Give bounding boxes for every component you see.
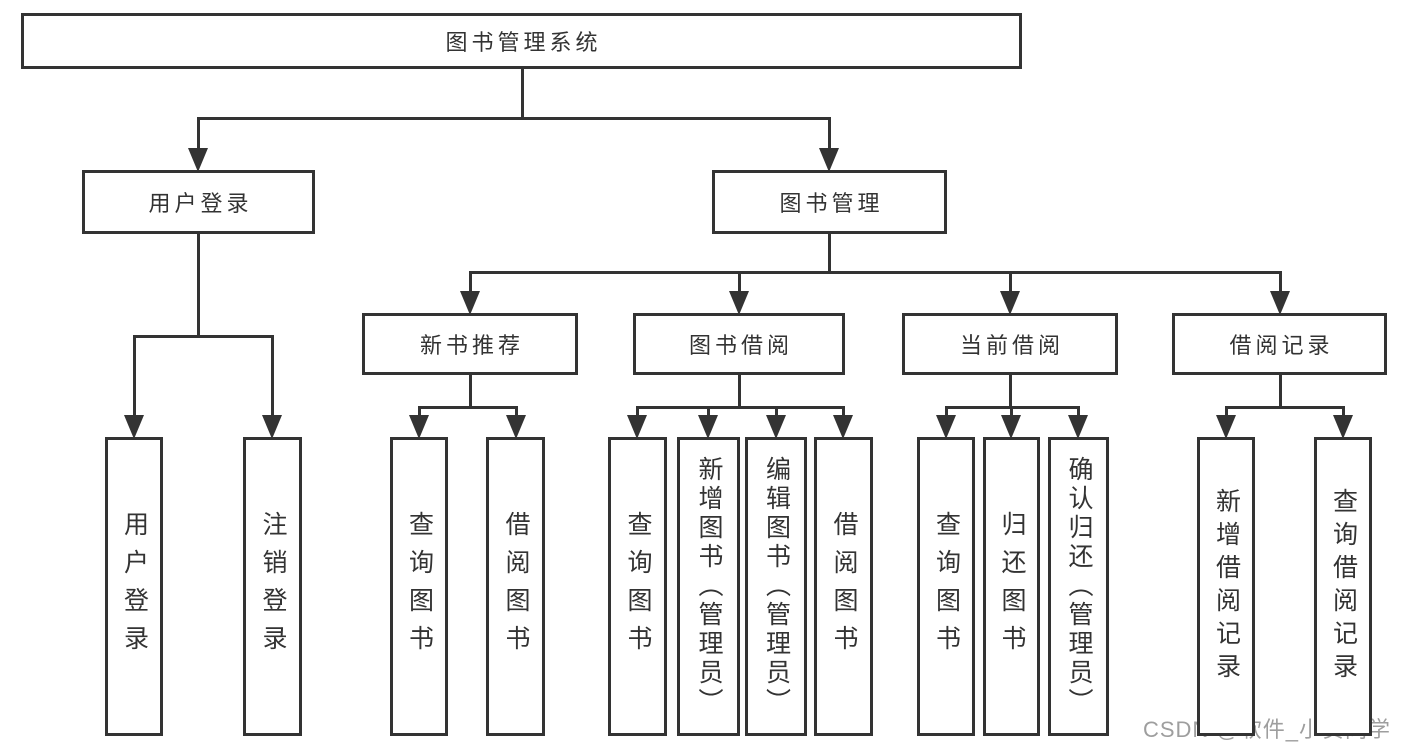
node-label: 新书推荐 xyxy=(419,333,524,358)
connector-arrow-line xyxy=(827,118,831,152)
node-label: 用户登录 xyxy=(148,191,253,216)
node-user-login: 用户登录 xyxy=(82,170,315,234)
connector-arrow-line xyxy=(706,407,710,419)
node-label: 查询图书 xyxy=(624,510,652,663)
connector-arrow-line xyxy=(132,336,136,419)
arrow-down-icon xyxy=(1270,291,1290,315)
connector-stem xyxy=(1008,375,1012,409)
connector-arrow-line xyxy=(1224,407,1228,419)
arrow-down-icon xyxy=(729,291,749,315)
connector-bar xyxy=(468,270,1282,274)
arrow-down-icon xyxy=(1001,415,1021,439)
connector-arrow-line xyxy=(1341,407,1345,419)
connector-arrow-line xyxy=(196,118,200,152)
node-leaf-edit-book-admin: 编辑图书（管理员） xyxy=(745,437,807,736)
node-book-mgmt: 图书管理 xyxy=(712,170,947,234)
node-label: 查询图书 xyxy=(405,510,434,663)
arrow-down-icon xyxy=(936,415,956,439)
node-label: 当前借阅 xyxy=(959,333,1064,358)
connector-bar xyxy=(196,116,831,120)
node-current-borrow: 当前借阅 xyxy=(902,313,1118,375)
node-label: 新增图书（管理员） xyxy=(695,456,723,717)
connector-arrow-line xyxy=(737,272,741,295)
node-new-book-rec: 新书推荐 xyxy=(362,313,578,375)
arrow-down-icon xyxy=(1000,291,1020,315)
arrow-down-icon xyxy=(627,415,647,439)
node-borrow-records: 借阅记录 xyxy=(1172,313,1387,375)
arrow-down-icon xyxy=(124,415,144,439)
arrow-down-icon xyxy=(698,415,718,439)
node-label: 确认归还（管理员） xyxy=(1065,456,1093,717)
arrow-down-icon xyxy=(1333,415,1353,439)
connector-stem xyxy=(468,375,472,409)
connector-bar xyxy=(417,405,518,409)
connector-arrow-line xyxy=(514,407,518,419)
node-leaf-confirm-return: 确认归还（管理员） xyxy=(1048,437,1109,736)
arrow-down-icon xyxy=(506,415,526,439)
node-label: 注销登录 xyxy=(259,510,287,663)
node-leaf-return-book: 归还图书 xyxy=(983,437,1040,736)
node-label: 图书管理系统 xyxy=(445,30,602,55)
connector-stem xyxy=(196,234,200,338)
node-label: 新增借阅记录 xyxy=(1212,487,1241,686)
arrow-down-icon xyxy=(262,415,282,439)
arrow-down-icon xyxy=(1216,415,1236,439)
arrow-down-icon xyxy=(766,415,786,439)
connector-arrow-line xyxy=(1076,407,1080,419)
node-leaf-query-books-rec: 查询图书 xyxy=(390,437,448,736)
connector-arrow-line xyxy=(635,407,639,419)
connector-stem xyxy=(1278,375,1282,409)
node-label: 归还图书 xyxy=(998,510,1026,663)
node-leaf-borrow-books-2: 借阅图书 xyxy=(814,437,873,736)
connector-stem xyxy=(520,69,524,120)
node-leaf-query-books-borrow: 查询图书 xyxy=(608,437,667,736)
connector-arrow-line xyxy=(944,407,948,419)
node-label: 查询借阅记录 xyxy=(1329,487,1358,686)
node-leaf-query-books-cur: 查询图书 xyxy=(917,437,975,736)
connector-stem xyxy=(827,234,831,274)
arrow-down-icon xyxy=(819,148,839,172)
node-label: 图书借阅 xyxy=(688,333,793,358)
connector-bar xyxy=(132,334,274,338)
arrow-down-icon xyxy=(1068,415,1088,439)
connector-arrow-line xyxy=(774,407,778,419)
connector-arrow-line xyxy=(417,407,421,419)
connector-arrow-line xyxy=(1009,407,1013,419)
node-book-borrow: 图书借阅 xyxy=(633,313,845,375)
node-label: 查询图书 xyxy=(932,510,961,663)
node-label: 用户登录 xyxy=(120,510,149,663)
connector-arrow-line xyxy=(841,407,845,419)
node-label: 借阅记录 xyxy=(1229,333,1334,358)
node-label: 图书管理 xyxy=(779,191,884,216)
connector-arrow-line xyxy=(1278,272,1282,295)
node-leaf-add-borrow-record: 新增借阅记录 xyxy=(1197,437,1255,736)
node-leaf-user-login: 用户登录 xyxy=(105,437,163,736)
arrow-down-icon xyxy=(188,148,208,172)
connector-arrow-line xyxy=(1008,272,1012,295)
arrow-down-icon xyxy=(409,415,429,439)
connector-stem xyxy=(737,375,741,409)
connector-arrow-line xyxy=(468,272,472,295)
connector-bar xyxy=(635,405,845,409)
node-leaf-query-borrow-record: 查询借阅记录 xyxy=(1314,437,1372,736)
node-leaf-borrow-books-rec: 借阅图书 xyxy=(486,437,545,736)
arrow-down-icon xyxy=(460,291,480,315)
node-leaf-logout: 注销登录 xyxy=(243,437,302,736)
connector-bar xyxy=(1224,405,1345,409)
connector-arrow-line xyxy=(270,336,274,419)
node-root: 图书管理系统 xyxy=(21,13,1022,69)
node-label: 借阅图书 xyxy=(502,510,530,663)
node-label: 借阅图书 xyxy=(830,510,858,663)
arrow-down-icon xyxy=(833,415,853,439)
node-leaf-add-book-admin: 新增图书（管理员） xyxy=(677,437,740,736)
node-label: 编辑图书（管理员） xyxy=(762,456,791,717)
